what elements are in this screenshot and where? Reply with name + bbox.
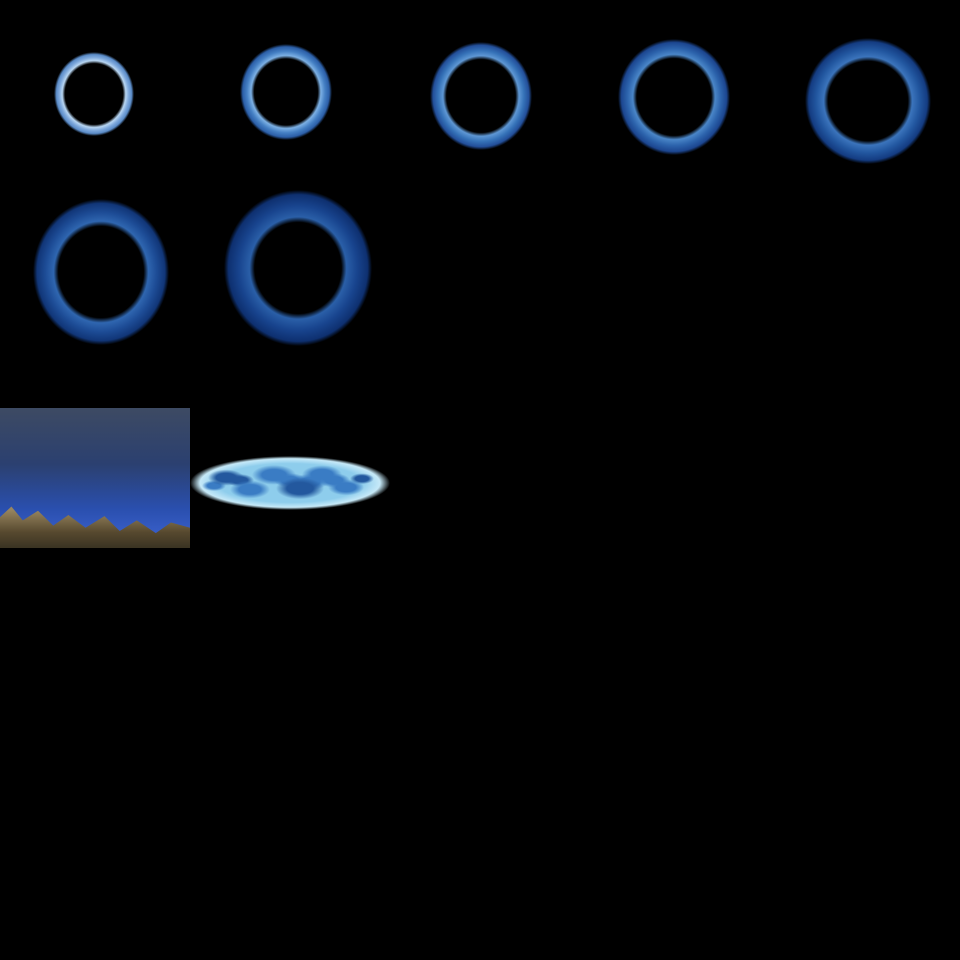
ring-frame-6 (33, 199, 169, 345)
seafloor-silhouette (0, 506, 190, 548)
underwater-background-tile (0, 408, 190, 548)
ring-frame-2 (240, 44, 332, 140)
ring-frame-3 (430, 42, 532, 150)
ring-frame-4 (618, 39, 730, 155)
water-surface-ellipse (190, 456, 390, 510)
ring-frame-1 (54, 52, 134, 136)
ring-frame-7 (224, 190, 372, 346)
ring-frame-5 (805, 38, 931, 164)
